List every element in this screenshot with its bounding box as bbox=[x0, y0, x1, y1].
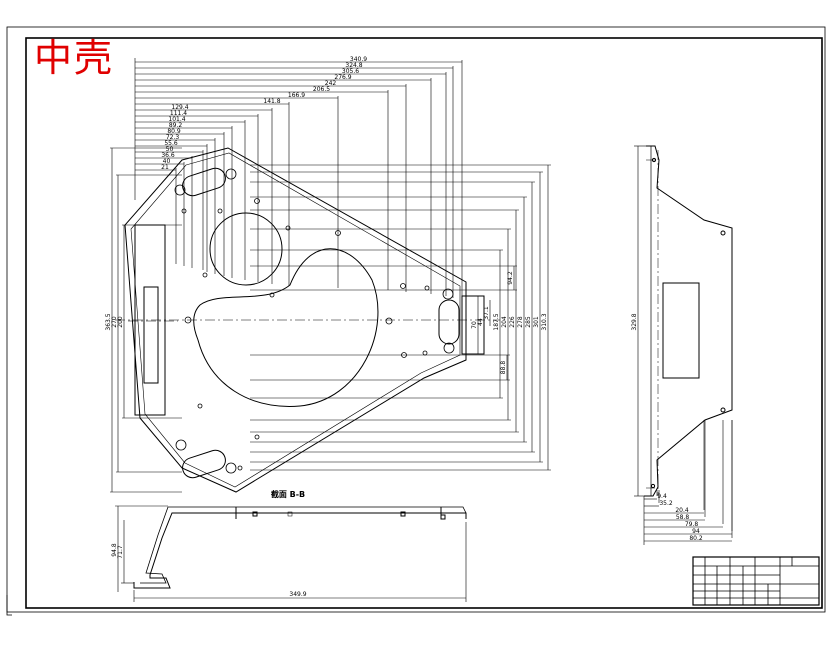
section-dim-label: 94.8 bbox=[111, 543, 118, 557]
top-dim-label: 324.8 bbox=[345, 62, 362, 69]
inner-dim-label: 37.1 bbox=[483, 306, 490, 320]
mounting-holes bbox=[174, 168, 455, 474]
section-profile-inner bbox=[140, 506, 467, 584]
top-dim-label: 101.4 bbox=[168, 116, 185, 123]
left-dim-label: 363.5 bbox=[105, 313, 112, 330]
centre-lines bbox=[115, 319, 500, 322]
side-dim-label: 79.8 bbox=[685, 521, 699, 528]
top-dim-label: 206.5 bbox=[313, 86, 330, 93]
top-dim-label: 141.8 bbox=[263, 98, 280, 105]
right-dim-label: 187.5 bbox=[493, 313, 500, 330]
side-dim-label: 20.4 bbox=[675, 507, 689, 514]
side-dim-label: 80.2 bbox=[689, 535, 703, 542]
top-dim-label: 276.9 bbox=[334, 74, 351, 81]
large-circle-cutout bbox=[209, 212, 283, 286]
left-dim-label: 270 bbox=[111, 316, 118, 328]
side-view bbox=[644, 145, 733, 497]
right-dim-label: 310.3 bbox=[541, 313, 548, 330]
stamp-text: 中壳 bbox=[34, 36, 115, 80]
side-profile bbox=[644, 145, 733, 497]
top-dim-label: 21 bbox=[161, 164, 169, 171]
right-dim-label: 278 bbox=[517, 316, 524, 328]
top-dim-label: 111.4 bbox=[170, 110, 187, 117]
inner-frame bbox=[25, 37, 823, 609]
side-dim-label: 9.4 bbox=[657, 493, 667, 500]
top-dim-label: 40 bbox=[163, 158, 171, 165]
inner-dim-label: 44 bbox=[477, 318, 484, 326]
section-dim-label: 71.7 bbox=[117, 545, 124, 559]
title-block bbox=[692, 556, 820, 606]
right-dim-label: 94.2 bbox=[507, 271, 514, 285]
left-flange-slot bbox=[143, 286, 159, 384]
right-dim-label: 204 bbox=[501, 316, 508, 328]
side-dim-label: 329.8 bbox=[631, 313, 638, 330]
top-dim-label: 50 bbox=[166, 146, 174, 153]
slot-bottom bbox=[182, 449, 226, 479]
section-profile bbox=[133, 512, 467, 589]
top-dim-label: 36.6 bbox=[161, 152, 175, 159]
right-dim-label: 226 bbox=[509, 316, 516, 328]
plate-inner-outline bbox=[130, 152, 461, 488]
top-dim-label: 166.9 bbox=[288, 92, 305, 99]
corner-mark bbox=[6, 595, 12, 616]
inner-dim-label: 70 bbox=[471, 321, 478, 329]
right-dim-label: 301 bbox=[533, 316, 540, 328]
top-dim-label: 242 bbox=[325, 80, 337, 87]
section-label: 截面 B-B bbox=[271, 489, 305, 499]
top-dim-label: 89.2 bbox=[169, 122, 183, 129]
top-dim-label: 305.6 bbox=[342, 68, 359, 75]
slot-top bbox=[182, 167, 226, 197]
side-dim-label: 35.2 bbox=[659, 500, 673, 507]
outer-frame bbox=[6, 26, 826, 613]
dimension-lines bbox=[110, 58, 733, 602]
slot-right bbox=[438, 299, 460, 345]
top-dim-label: 55.6 bbox=[164, 140, 178, 147]
plate-outline bbox=[124, 147, 467, 493]
top-dim-label: 80.9 bbox=[167, 128, 181, 135]
right-dim-label: 88.8 bbox=[500, 361, 507, 375]
side-slot bbox=[662, 282, 700, 379]
top-dim-label: 72.3 bbox=[166, 134, 180, 141]
section-dim-label: 349.9 bbox=[289, 591, 306, 598]
side-dim-label: 94 bbox=[692, 528, 700, 535]
top-dim-label: 129.4 bbox=[171, 104, 188, 111]
top-dim-label: 340.9 bbox=[350, 56, 367, 63]
right-notch bbox=[461, 295, 485, 355]
section-view bbox=[133, 506, 467, 589]
side-dim-label: 58.8 bbox=[676, 514, 690, 521]
right-dim-label: 285 bbox=[525, 316, 532, 328]
main-plate bbox=[124, 147, 485, 493]
bean-cutout bbox=[193, 248, 379, 407]
left-dim-label: 200 bbox=[117, 316, 124, 328]
